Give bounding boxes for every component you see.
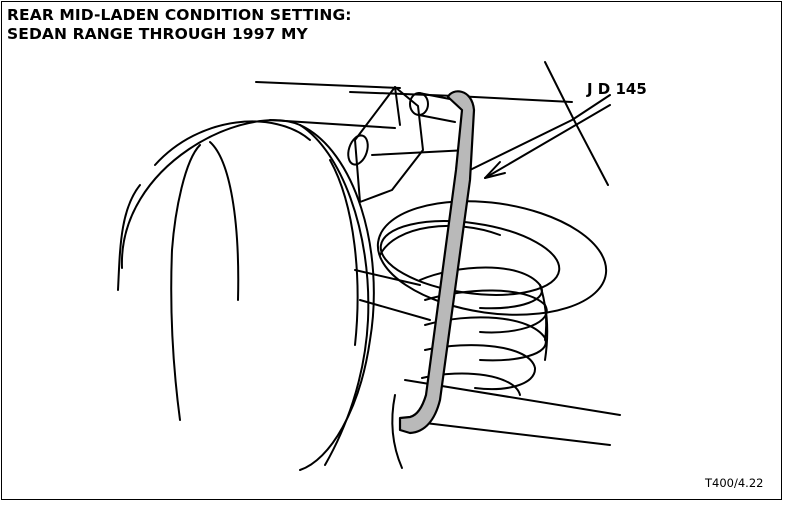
setting-tool-jd145 (398, 90, 476, 435)
figure-title: REAR MID-LADEN CONDITION SETTING: SEDAN … (7, 6, 352, 44)
figure-frame (1, 1, 782, 500)
tool-callout-label: J D 145 (587, 80, 647, 98)
title-line-1: REAR MID-LADEN CONDITION SETTING: (7, 6, 352, 24)
title-line-2: SEDAN RANGE THROUGH 1997 MY (7, 25, 308, 43)
brake-drum (117, 119, 431, 471)
figure-reference: T400/4.22 (705, 476, 764, 490)
callout-leader (484, 104, 611, 179)
